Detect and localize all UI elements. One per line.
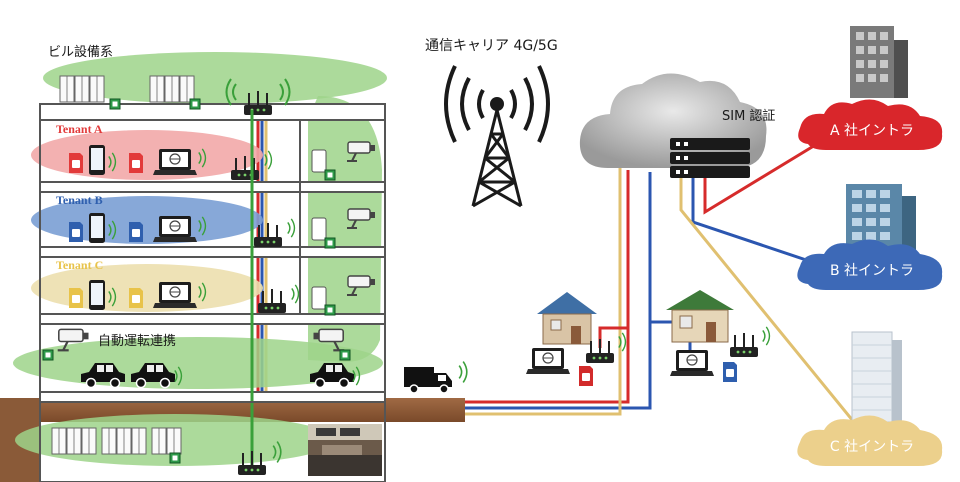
node-icon (189, 98, 201, 110)
tenant-a-devices (69, 141, 376, 181)
node-icon (109, 98, 121, 110)
tenant-b-label: Tenant B (56, 193, 103, 207)
truck-icon (404, 367, 452, 394)
building-systems-label: ビル設備系 (48, 44, 113, 60)
control-room-photo (308, 424, 382, 476)
laptop-icon (669, 349, 715, 377)
building-systems-zone (43, 52, 387, 104)
intra-b-line (691, 178, 831, 270)
house-icon (537, 292, 597, 345)
sim-auth-label: SIM 認証 (722, 108, 775, 124)
tenant-c-devices (69, 275, 376, 316)
office-building-icon (850, 26, 908, 98)
carrier-label: 通信キャリア 4G/5G (425, 38, 558, 54)
building (13, 52, 468, 482)
server-icon (670, 138, 750, 178)
laptop-icon (525, 347, 571, 375)
intra-a-label: A 社イントラ (830, 123, 914, 139)
intra-a-cloud (798, 99, 943, 150)
basement-floor (39, 401, 386, 482)
office-building-icon (851, 331, 902, 423)
tenant-b-devices (69, 208, 376, 249)
tenant-c-label: Tenant C (56, 258, 103, 272)
intra-c-line (679, 178, 864, 433)
rooftop-router-icon (243, 90, 273, 116)
house-red-link (598, 326, 628, 348)
sim-card-icon (723, 362, 737, 382)
tenant-a-zone (31, 130, 263, 180)
intra-b-label: B 社イントラ (830, 263, 914, 279)
tower-icon (444, 65, 550, 208)
tenant-a-label: Tenant A (56, 122, 103, 136)
house-icon (666, 290, 734, 343)
intra-b-cloud (797, 239, 943, 290)
office-building-icon (846, 184, 916, 250)
house2-router-icon (729, 332, 759, 358)
autonomous-label: 自動運転連携 (98, 333, 176, 349)
intra-c-cloud (797, 415, 943, 466)
sim-card-icon (579, 366, 593, 386)
house1-router-icon (585, 338, 615, 364)
intra-a-line (703, 128, 841, 215)
intra-c-label: C 社イントラ (830, 439, 914, 455)
